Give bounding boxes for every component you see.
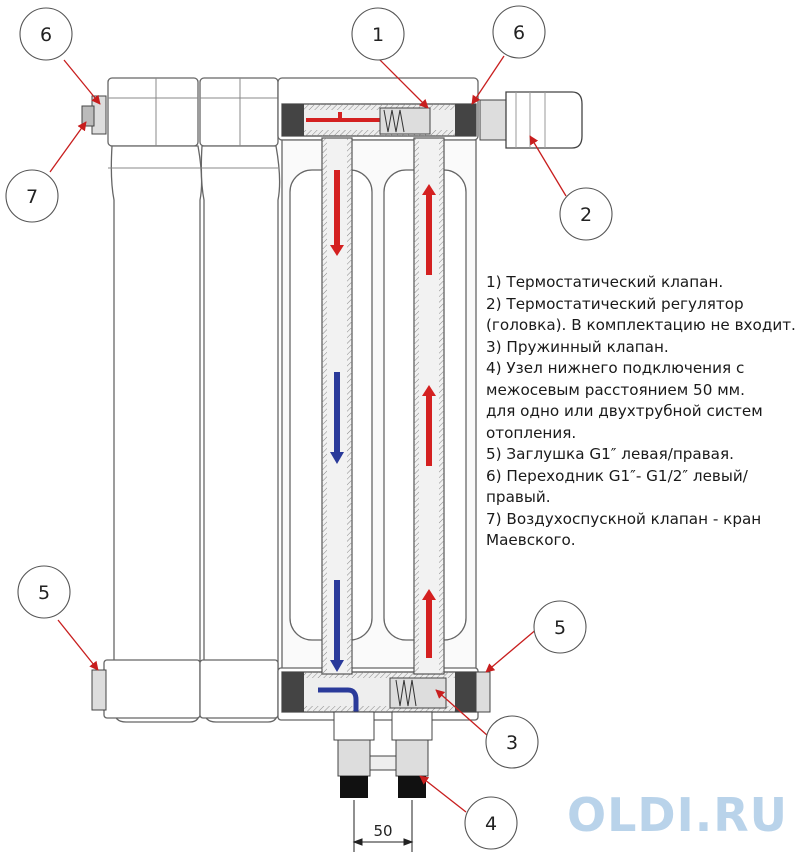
callout-7: 7 [26, 186, 38, 208]
radiator-section-cut [277, 77, 479, 721]
bottom-connection-unit [333, 711, 433, 798]
callout-3: 3 [506, 732, 518, 754]
left-plug-bottom [91, 669, 107, 711]
callout-4: 4 [485, 813, 497, 835]
callout-5-right: 5 [554, 617, 566, 639]
callout-2: 2 [580, 204, 592, 226]
legend-item-4: 4) Узел нижнего подключения с межосевым … [486, 359, 763, 442]
legend-item-1: 1) Термостатический клапан. [486, 273, 724, 291]
legend-item-5: 5) Заглушка G1″ левая/правая. [486, 445, 734, 463]
legend-item-7: 7) Воздухоспускной клапан - кран Маевско… [486, 509, 762, 550]
leader-lines [49, 55, 567, 813]
legend: 1) Термостатический клапан. 2) Термостат… [486, 272, 798, 552]
spring-valve [389, 677, 447, 709]
dimension-50 [352, 800, 414, 852]
callout-6-right: 6 [513, 22, 525, 44]
thermostatic-head [479, 91, 583, 149]
radiator-section-plain-1 [103, 77, 203, 723]
flow-arrows-cold [318, 372, 359, 712]
flow-arrows-hot [306, 112, 436, 658]
bottom-collector [281, 671, 477, 713]
callout-5-left: 5 [38, 582, 50, 604]
legend-item-6: 6) Переходник G1″- G1/2″ левый/ правый. [486, 466, 748, 507]
callout-6-left: 6 [40, 24, 52, 46]
thermostatic-valve [379, 107, 431, 135]
watermark-logo: OLDI.RU [567, 788, 788, 842]
section-grooves [108, 78, 278, 169]
legend-item-2: 2) Термостатический регулятор (головка).… [486, 294, 796, 335]
legend-item-3: 3) Пружинный клапан. [486, 337, 669, 356]
right-plug-bottom [475, 671, 491, 713]
callout-1: 1 [372, 24, 384, 46]
left-plug-top [81, 95, 107, 135]
radiator-section-plain-2 [199, 77, 281, 723]
callout-circles [5, 5, 613, 850]
dimension-label: 50 [373, 822, 392, 840]
